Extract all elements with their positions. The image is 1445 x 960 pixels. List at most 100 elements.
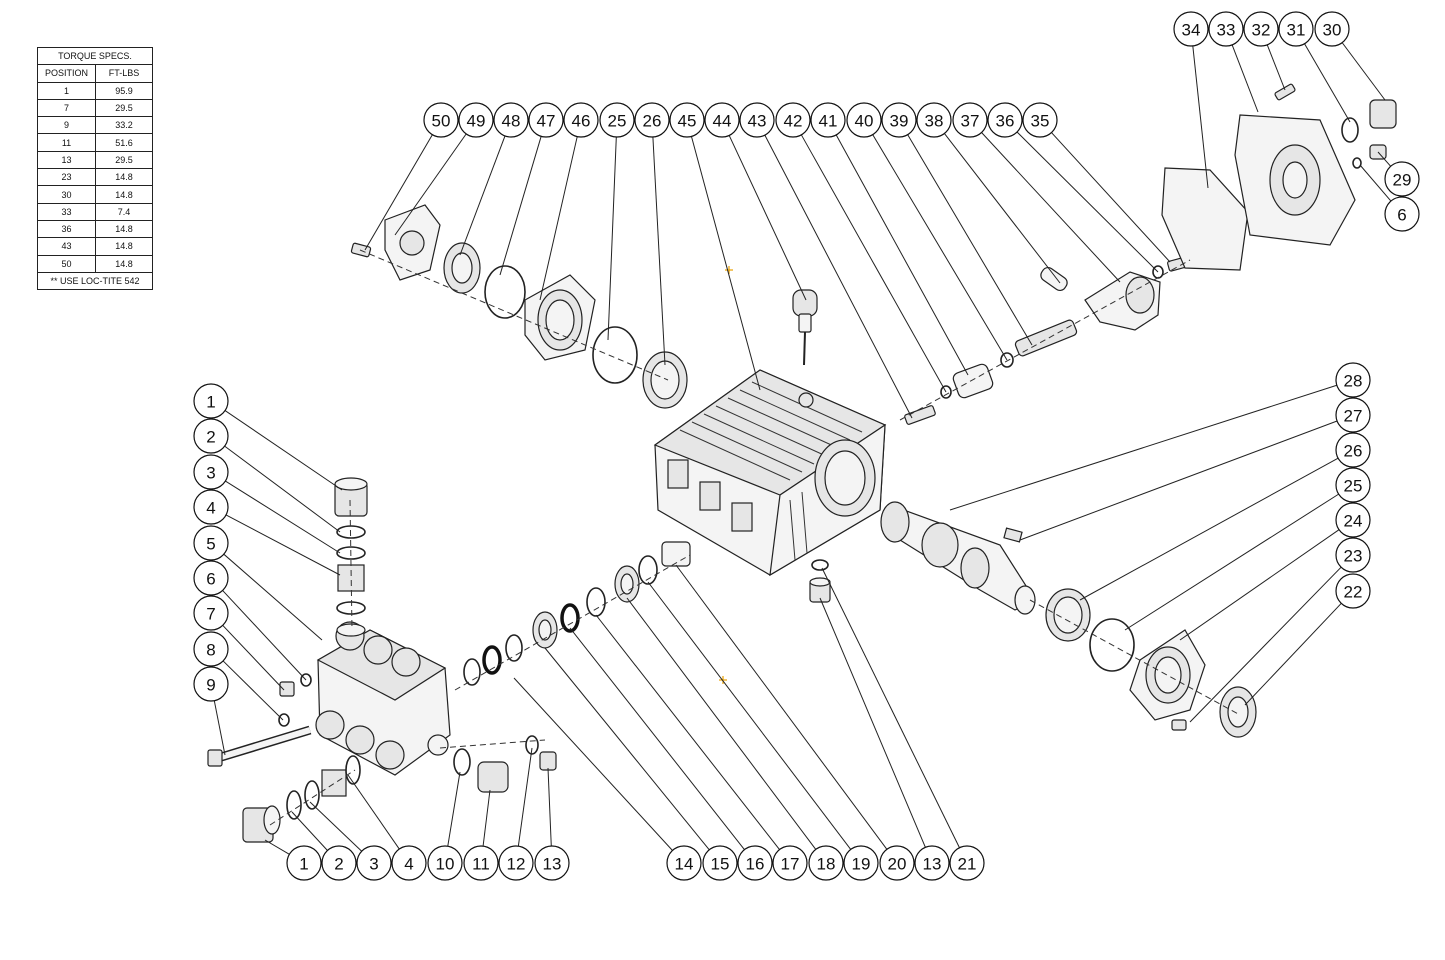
callout-number: 25 <box>608 112 627 131</box>
leader-line-39 <box>907 134 1033 346</box>
callout-number: 3 <box>206 464 215 483</box>
leader-line-24 <box>1179 529 1340 641</box>
callout-circle <box>193 560 229 596</box>
callout-13: 13 <box>534 845 570 881</box>
callout-circle <box>914 845 950 881</box>
leader-line-25 <box>607 136 617 341</box>
bearing-cover-46 <box>524 274 596 361</box>
washer-40 <box>1000 352 1014 368</box>
callout-circle <box>737 845 773 881</box>
callout-circle <box>881 102 917 138</box>
leader-line-48 <box>459 135 506 256</box>
leader-line-21 <box>821 567 960 848</box>
callout-circle <box>843 845 879 881</box>
leader-line-6 <box>222 590 307 681</box>
callout-43: 43 <box>739 102 775 138</box>
callout-number: 11 <box>472 855 490 874</box>
leader-line-26 <box>1079 457 1339 601</box>
callout-1: 1 <box>286 845 322 881</box>
plug-7-left <box>279 681 295 697</box>
callout-number: 17 <box>781 855 800 874</box>
callout-circle <box>427 845 463 881</box>
leader-line-50 <box>364 134 433 251</box>
callout-50: 50 <box>423 102 459 138</box>
callout-number: 41 <box>819 112 838 131</box>
callout-circle <box>1384 196 1420 232</box>
leader-line-1 <box>224 410 343 491</box>
callout-18: 18 <box>808 845 844 881</box>
callout-42: 42 <box>775 102 811 138</box>
leader-line-9 <box>213 700 226 756</box>
leader-line-37 <box>981 132 1121 283</box>
screw-32 <box>1274 83 1296 101</box>
callout-circle <box>704 102 740 138</box>
callout-number: 4 <box>206 499 215 518</box>
callout-number: 36 <box>996 112 1015 131</box>
o-ring-25-right <box>1089 618 1135 672</box>
callout-32: 32 <box>1243 11 1279 47</box>
callout-number: 35 <box>1031 112 1050 131</box>
callout-number: 5 <box>206 535 215 554</box>
callout-number: 32 <box>1252 21 1271 40</box>
callout-circle <box>987 102 1023 138</box>
callout-number: 20 <box>888 855 907 874</box>
callout-circle <box>193 418 229 454</box>
leader-line-2 <box>291 811 328 851</box>
torque-value-cell: 14.8 <box>95 237 153 256</box>
leader-lines <box>213 42 1392 855</box>
callout-38: 38 <box>916 102 952 138</box>
callout-circle <box>846 102 882 138</box>
callout-4: 4 <box>193 489 229 525</box>
leader-line-17 <box>595 614 780 850</box>
callout-24: 24 <box>1335 502 1371 538</box>
registration-marker-upper <box>725 266 733 274</box>
callout-19: 19 <box>843 845 879 881</box>
callout-number: 21 <box>958 855 977 874</box>
callout-1: 1 <box>193 383 229 419</box>
callout-number: 42 <box>784 112 803 131</box>
callout-number: 26 <box>1344 442 1363 461</box>
callout-44: 44 <box>704 102 740 138</box>
callout-circle <box>193 454 229 490</box>
callout-circle <box>534 845 570 881</box>
callout-circle <box>808 845 844 881</box>
callout-number: 46 <box>572 112 591 131</box>
callout-circle <box>563 102 599 138</box>
washer-6-left <box>300 673 312 687</box>
callout-49: 49 <box>458 102 494 138</box>
callout-33: 33 <box>1208 11 1244 47</box>
callout-6: 6 <box>1384 196 1420 232</box>
o-ring-4-bottom <box>345 755 361 785</box>
torque-value-cell: 51.6 <box>95 133 153 152</box>
leader-line-31 <box>1304 43 1351 123</box>
callout-circle <box>1335 432 1371 468</box>
callout-circle <box>1335 397 1371 433</box>
callout-28: 28 <box>1335 362 1371 398</box>
callout-45: 45 <box>669 102 705 138</box>
leader-line-33 <box>1231 44 1259 113</box>
callout-circle <box>1278 11 1314 47</box>
callout-37: 37 <box>952 102 988 138</box>
callout-number: 48 <box>502 112 521 131</box>
o-ring-5-seat <box>336 623 366 637</box>
callout-number: 6 <box>1397 206 1406 225</box>
callout-number: 23 <box>1344 547 1363 566</box>
callout-number: 40 <box>855 112 874 131</box>
callout-circle <box>1022 102 1058 138</box>
bearing-26-left <box>642 351 688 409</box>
pin-38 <box>1040 266 1068 292</box>
leader-line-32 <box>1266 44 1286 91</box>
callout-circle <box>458 102 494 138</box>
callout-number: 10 <box>436 855 455 874</box>
callout-9: 9 <box>193 666 229 702</box>
leader-line-47 <box>499 136 542 276</box>
callout-46: 46 <box>563 102 599 138</box>
callout-47: 47 <box>528 102 564 138</box>
callout-6: 6 <box>193 560 229 596</box>
callout-number: 28 <box>1344 372 1363 391</box>
leader-line-35 <box>1051 132 1171 263</box>
callout-circle <box>286 845 322 881</box>
